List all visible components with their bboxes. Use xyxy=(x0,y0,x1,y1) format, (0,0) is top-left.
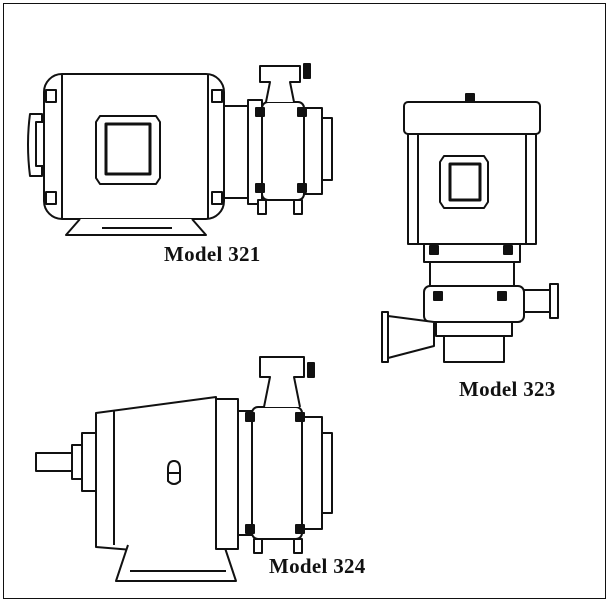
model-324-illustration xyxy=(35,356,333,582)
model-324-caption: Model 324 xyxy=(269,554,366,578)
model-321-illustration xyxy=(27,63,333,236)
model-323-caption: Model 323 xyxy=(459,377,556,401)
figure-frame: Model 321 Model 323 Model 324 xyxy=(3,3,606,599)
model-323-illustration xyxy=(381,93,559,363)
model-321-caption: Model 321 xyxy=(164,242,261,266)
